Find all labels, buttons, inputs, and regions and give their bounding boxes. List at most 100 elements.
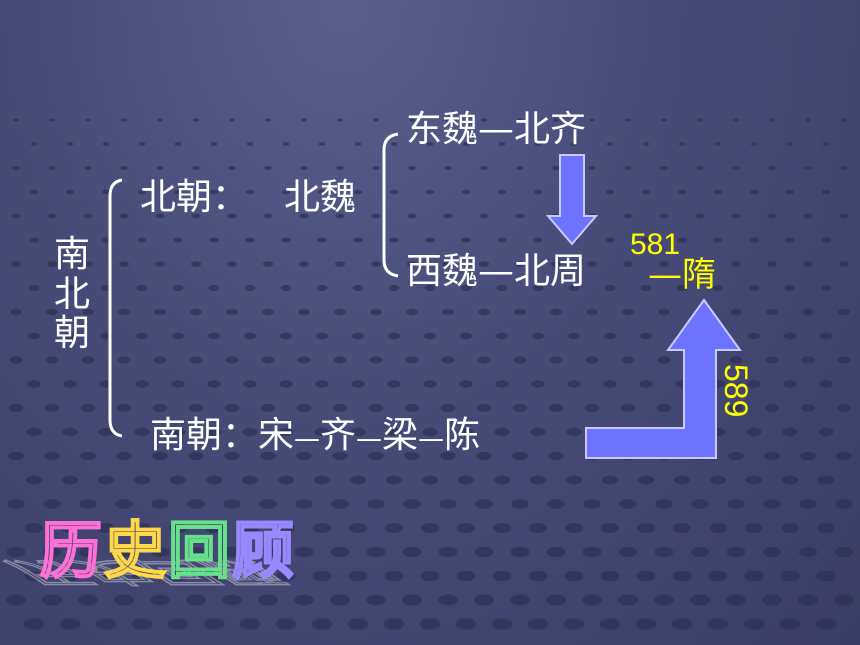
background-dot [370,261,382,267]
background-dot [137,189,147,195]
background-dot [840,165,848,171]
background-dot [619,499,637,509]
background-dot [82,261,94,267]
background-dot [354,142,362,146]
background-dot [747,380,761,388]
background-dot [116,404,132,412]
background-dot [314,427,330,437]
background-dot [225,356,239,364]
background-dot [209,189,219,195]
background-dot [780,570,800,582]
background-dot [783,332,797,340]
background-dot [548,404,564,412]
background-dot [258,594,278,606]
background-dot [118,261,130,267]
background-dot [224,451,240,461]
background-dot [481,118,487,122]
background-dot [131,618,153,630]
background-dot [386,427,402,437]
background-dot [640,285,652,291]
background-dot [132,570,152,582]
background-dot [498,142,506,146]
background-dot [371,213,381,219]
background-dot [263,213,273,219]
background-dot [749,189,759,195]
background-dot [101,237,111,243]
background-dot [44,404,60,412]
background-dot [313,475,331,485]
background-dot [246,142,254,146]
background-dot [26,427,42,437]
background-dot [766,261,778,267]
background-dot [332,404,348,412]
background-dot [744,570,764,582]
background-dot [658,261,670,267]
background-dot [8,404,24,412]
background-dot [296,404,312,412]
background-dot [48,165,56,171]
dynasty-liang: 梁 [382,415,419,456]
background-dot [62,427,78,437]
east-line: 东魏—北齐 [406,109,587,150]
background-dot [798,546,818,558]
background-dot [546,594,566,606]
root-char-1: 南 [53,234,90,275]
background-dot [135,380,149,388]
background-dot [783,380,797,388]
background-dot [281,237,291,243]
background-dot [747,332,761,340]
background-dot [762,594,782,606]
background-dot [836,451,852,461]
background-dot [476,451,492,461]
background-dot [352,285,364,291]
background-dot [422,427,438,437]
background-dot [171,380,185,388]
background-dot [479,213,489,219]
background-dot [242,427,258,437]
background-dot [133,523,151,533]
background-dot [534,142,542,146]
background-dot [241,523,259,533]
background-dot [815,618,837,630]
background-dot [696,165,704,171]
background-dot [65,189,75,195]
background-dot [769,118,775,122]
background-dot [690,546,710,558]
background-dot [528,570,548,582]
background-dot [8,451,24,461]
background-dot [136,285,148,291]
background-dot [731,213,741,219]
background-dot [727,499,745,509]
background-dot [750,142,758,146]
background-dot [349,523,367,533]
background-dot [822,142,830,146]
background-dot [191,213,201,219]
background-dot [347,618,369,630]
background-dot [567,380,581,388]
title-char-1: 历 [39,514,105,587]
background-dot [24,570,44,582]
background-dot [565,523,583,533]
background-dot [639,332,653,340]
background-dot [135,332,149,340]
background-dot [98,427,114,437]
background-dot [618,546,638,558]
background-dot [510,546,530,558]
background-dot [817,523,835,533]
background-dot [278,427,294,437]
background-dot [493,523,511,533]
background-dot [566,427,582,437]
background-dot [779,618,801,630]
background-dot [334,308,346,316]
north-state: 北魏 [284,177,357,218]
background-dot [494,427,510,437]
background-dot [46,308,58,316]
background-dot [64,285,76,291]
background-dot [294,594,314,606]
background-dot [582,546,602,558]
background-dot [186,546,206,558]
background-dot [495,380,509,388]
background-dot [419,618,441,630]
background-dot [785,189,795,195]
background-dot [660,165,668,171]
